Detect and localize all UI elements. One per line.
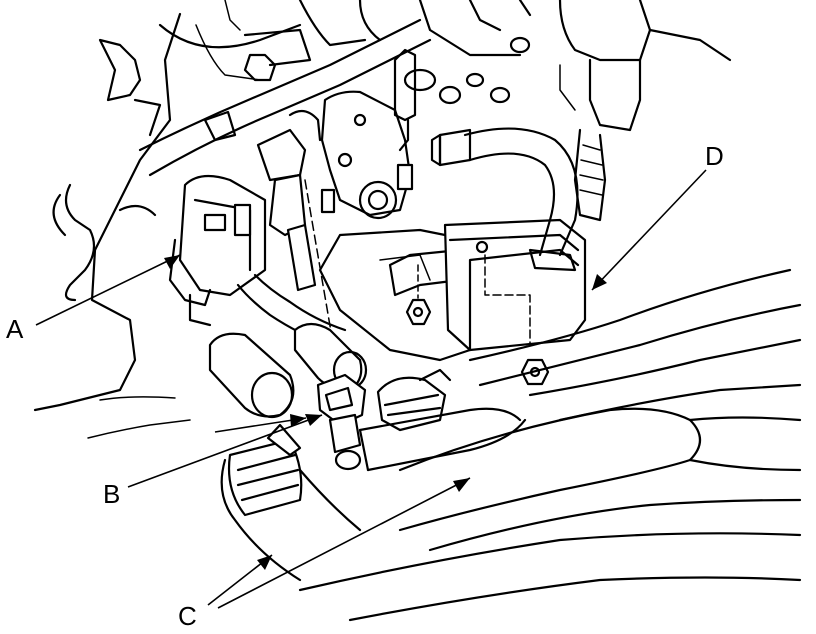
callout-label-b: B xyxy=(103,479,120,509)
upper-pipe xyxy=(138,18,432,177)
large-hoses xyxy=(298,268,802,622)
hose-section-c xyxy=(358,368,527,472)
callout-label-a: A xyxy=(6,314,24,344)
callout-label-d: D xyxy=(705,141,724,171)
module-box-d xyxy=(430,128,587,352)
engine-background xyxy=(33,0,732,439)
collar-pieces xyxy=(208,322,368,419)
right-harness xyxy=(573,58,642,222)
injector-part xyxy=(256,109,336,356)
connector-a xyxy=(168,174,267,327)
fitting-b xyxy=(316,373,367,471)
callout-label-c: C xyxy=(178,601,197,631)
callout-leaders xyxy=(35,169,707,609)
